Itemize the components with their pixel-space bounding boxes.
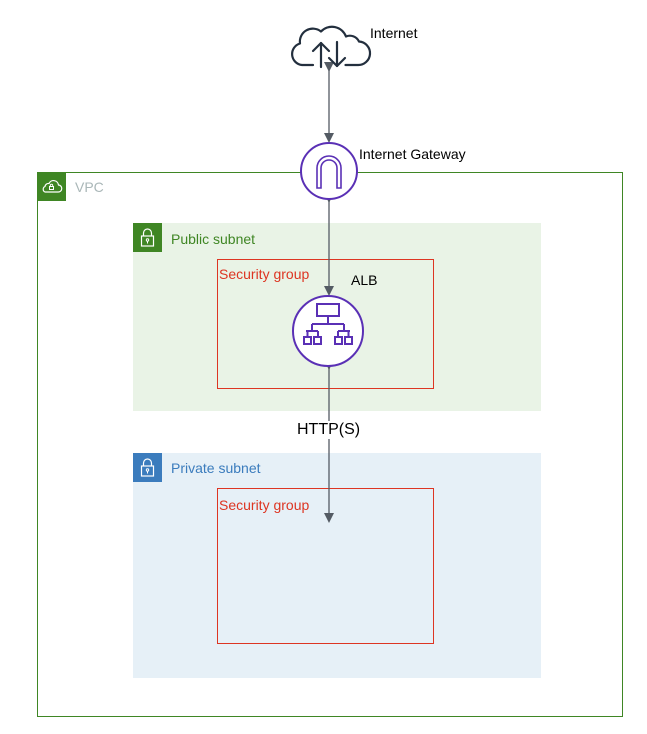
private-subnet-badge (133, 453, 162, 482)
padlock-icon (140, 228, 155, 247)
edge-label-https: HTTP(S) (296, 421, 362, 439)
internet-gateway-icon[interactable] (300, 142, 358, 200)
public-security-group-label: Security group (219, 266, 310, 282)
padlock-icon (140, 458, 155, 477)
vpc-badge (37, 172, 66, 201)
internet-label: Internet (370, 25, 418, 41)
vpc-label: VPC (75, 179, 104, 195)
load-balancer-icon[interactable] (292, 295, 364, 367)
private-subnet-label: Private subnet (171, 460, 261, 476)
cloud-lock-icon (42, 180, 63, 193)
cloud-upload-download-icon (291, 25, 372, 69)
private-security-group-label: Security group (219, 497, 310, 513)
internet-gateway-label: Internet Gateway (359, 146, 466, 162)
alb-label: ALB (351, 272, 378, 288)
private-subnet-group (133, 453, 541, 678)
public-subnet-label: Public subnet (171, 231, 256, 247)
public-subnet-badge (133, 223, 162, 252)
